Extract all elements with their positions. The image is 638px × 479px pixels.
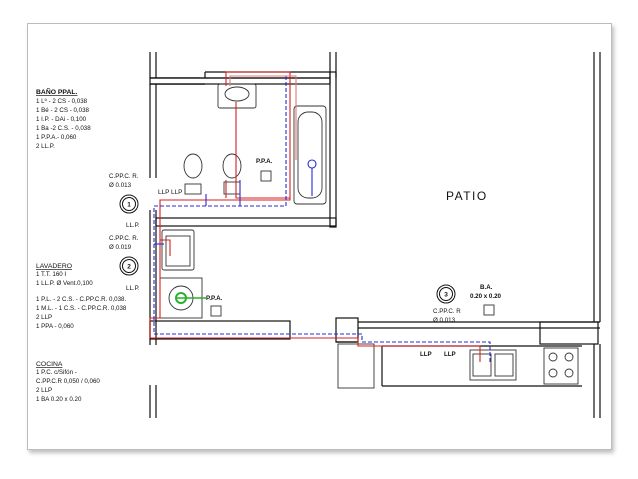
sdintel-label: S/DINTEL (230, 328, 259, 335)
callout-circle-2-inner (122, 259, 136, 273)
pipes (149, 71, 491, 364)
ppa-bath-label: P.P.A. (256, 158, 273, 165)
pink-pipe (229, 75, 297, 160)
lav-sink (161, 229, 195, 271)
toilet-tank (184, 183, 202, 195)
legend-cocina: COCINA 1 P.C. c/Sifón - C.PP.C.R 0,050 /… (36, 361, 100, 403)
callout-circle-2 (119, 256, 139, 276)
callout-1-name: C.PP.C. R. (109, 173, 139, 180)
walls (149, 52, 601, 418)
fridge (337, 343, 375, 389)
callout-circle-1 (119, 194, 139, 214)
legend-bano-line-6: 2 LL.P. (36, 143, 55, 150)
lav-sink-inner (165, 235, 191, 267)
stove (543, 347, 579, 385)
callout-2-name: C.PP.C. R. (109, 235, 139, 242)
bathtub-inner (297, 111, 323, 199)
llp-bath-label: LLP LLP (158, 189, 182, 196)
legend-cocina-title: COCINA (36, 361, 63, 368)
bath-sink (217, 83, 257, 109)
bidet-bowl (222, 153, 242, 179)
shower-head (307, 159, 317, 169)
bath-sink-basin (224, 86, 250, 102)
llp-mid-label: LL.P. (126, 222, 140, 229)
callout-circles (119, 194, 456, 304)
callout-2-dia: Ø 0.019 (109, 244, 132, 251)
divider-wall (155, 217, 337, 227)
kitchen-sink-right (494, 353, 514, 377)
legend-lavadero-line-4: 1 P.L. - 2 C.S. - C.PP.C.R. 0,038. (36, 296, 126, 303)
callout-3-num: 3 (444, 292, 448, 299)
legend-lavadero-line-2: 1 LL.P. Ø Vent.0,100 (36, 280, 93, 287)
ba-box (483, 304, 495, 316)
cold-pipe-main (153, 76, 491, 364)
callout-circle-3-inner (439, 287, 453, 301)
callout-2-num: 2 (127, 264, 131, 271)
patio-label: PATIO (446, 189, 488, 203)
kitchen-sink (469, 349, 517, 381)
legend-bano-line-4: 1 Ba -2 C.S. - 0,038 (36, 125, 91, 132)
ba-size: 0.20 x 0.20 (470, 293, 502, 300)
legend-cocina-line-4: 1 BA 0.20 x 0.20 (36, 396, 82, 403)
kitchen-sink-left (472, 353, 492, 377)
legend-bano-line-1: 1 Lº - 2 CS - 0,038 (36, 98, 88, 105)
hot-pipe-bath (235, 102, 290, 199)
sdintel-beam (149, 320, 291, 340)
burner-2 (564, 352, 574, 362)
burner-4 (564, 368, 574, 378)
llp-kitchen-1: LLP (420, 351, 432, 358)
legend-lavadero-line-5: 1 M.L. - 1 C.S. - C.PP.C.R. 0,038 (36, 305, 127, 312)
callout-1-num: 1 (127, 202, 131, 209)
callout-circle-3 (436, 284, 456, 304)
ppa-drain-lav (210, 305, 222, 317)
legend-cocina-line-2: C.PP.C.R 0,050 / 0,060 (36, 378, 100, 385)
callout-3-name: C.PP.C. R (433, 308, 461, 315)
bath-top-wall-fill (149, 77, 331, 85)
legend-lavadero-line-7: 1 PPA - 0,060 (36, 323, 74, 330)
bath-right-wall (329, 71, 337, 228)
hot-pipe-main (149, 71, 481, 362)
legend-cocina-line-1: 1 P.C. c/Sifón - (36, 369, 77, 376)
toilet-bowl (183, 153, 203, 179)
legend-bano-line-2: 1 Bé - 2 CS - 0,038 (36, 107, 90, 114)
ba-title: B.A. (480, 284, 493, 291)
callout-labels: C.PP.C. R. Ø 0.013 1 C.PP.C. R. Ø 0.019 … (109, 158, 502, 358)
callout-circle-1-inner (122, 197, 136, 211)
bathtub (293, 105, 327, 205)
legend-lavadero-line-1: 1 T.T. 160 I (36, 271, 66, 278)
llp-low-label: LL.P. (126, 285, 140, 292)
callout-1-dia: Ø 0.013 (109, 182, 132, 189)
callout-3-dia: Ø 0.013 (433, 317, 456, 324)
legend-bano: BAÑO PPAL. 1 Lº - 2 CS - 0,038 1 Bé - 2 … (36, 87, 91, 150)
legend-bano-title: BAÑO PPAL. (36, 87, 78, 96)
burner-1 (548, 352, 558, 362)
legend-bano-line-5: 1 P.P.A.- 0,060 (36, 134, 77, 141)
legend-lavadero-title: LAVADERO (36, 263, 72, 270)
hot-pipe-lav (160, 239, 171, 256)
drawing-sheet (27, 23, 612, 450)
burner-3 (548, 368, 558, 378)
ppa-lav-label: P.P.A. (206, 295, 223, 302)
kitchen-column (539, 321, 599, 345)
legend-lavadero: LAVADERO 1 T.T. 160 I 1 LL.P. Ø Vent.0,1… (36, 263, 127, 330)
legend-bano-line-3: 1 I.P. - DAi - 0,100 (36, 116, 87, 123)
ppa-drain-bath (260, 170, 272, 182)
legend-cocina-line-3: 2 LLP (36, 387, 52, 394)
legend-lavadero-line-6: 2 LLP (36, 314, 52, 321)
fixtures (159, 83, 579, 389)
llp-kitchen-2: LLP (444, 351, 456, 358)
